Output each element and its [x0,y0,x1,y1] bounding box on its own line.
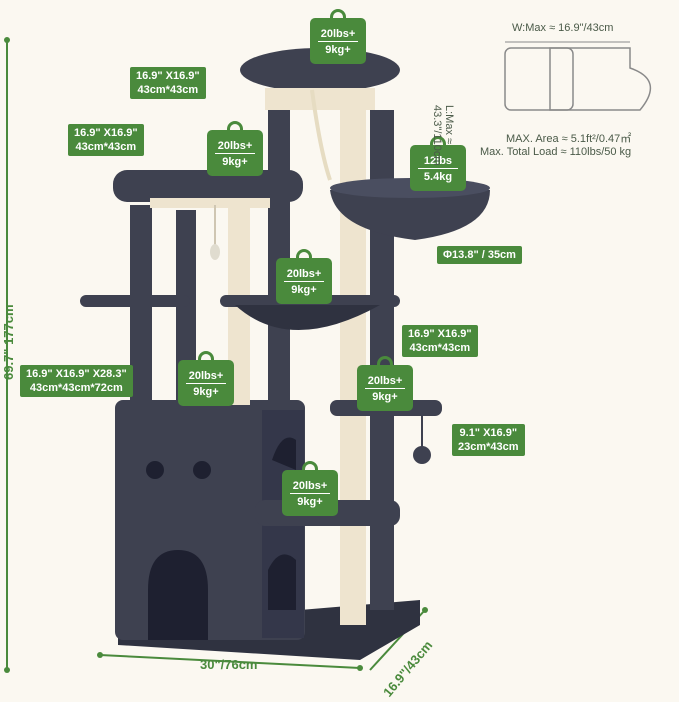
width-dimension-line [99,654,361,669]
ledge-size: 9.1" X16.9" 23cm*43cm [452,424,525,456]
condo-load: 20lbs+9kg+ [178,351,234,406]
second-perch [113,170,303,202]
footprint-sketch [504,47,574,111]
basket [330,190,490,240]
footprint-area: MAX. Area ≈ 5.1ft²/0.47㎡ [506,133,632,145]
basket-diameter: Φ13.8" / 35cm [437,246,522,264]
second-platform-size: 16.9" X16.9" 43cm*43cm [68,124,144,156]
height-dimension: 69.7" 177cm [1,304,16,380]
top-platform-size: 16.9" X16.9" 43cm*43cm [130,67,206,99]
hammock [235,305,380,330]
total-load: Max. Total Load ≈ 110lbs/50 kg [480,146,632,158]
condo-door [148,550,208,640]
ledge-load: 20lbs+9kg+ [357,356,413,411]
footprint-width: W:Max ≈ 16.9"/43cm [512,22,614,34]
sisal-post [340,85,366,625]
footprint-length: L:Max ≈ 43.3"/110cm [431,105,455,166]
width-dimension: 30"/76cm [200,657,258,672]
hammock-load: 20lbs+9kg+ [276,249,332,304]
step-load: 20lbs+9kg+ [282,461,338,516]
hammock-size: 16.9" X16.9" 43cm*43cm [402,325,478,357]
top-platform-load: 20lbs+9kg+ [310,9,366,64]
second-platform-load: 20lbs+9kg+ [207,121,263,176]
condo-size: 16.9" X16.9" X28.3" 43cm*43cm*72cm [20,365,133,397]
